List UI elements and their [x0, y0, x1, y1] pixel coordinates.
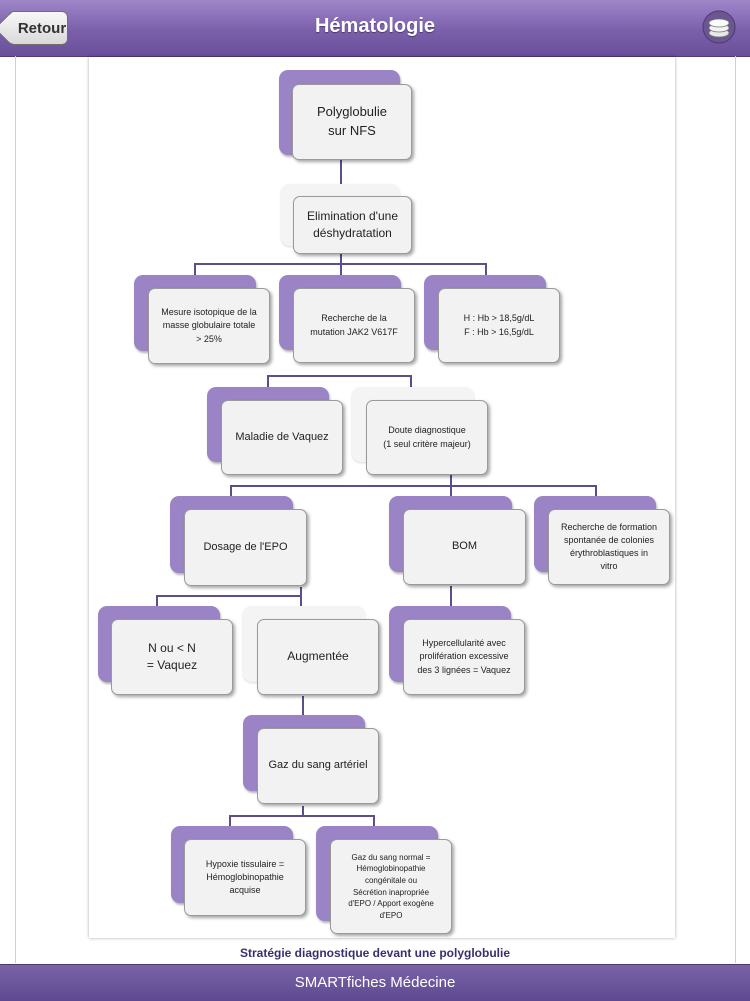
- connector-line: [302, 696, 304, 717]
- flow-node-text: d'EPO / Apport exogène: [348, 899, 434, 909]
- flow-node-text: vitro: [600, 561, 618, 572]
- flow-node-box: Recherche de la mutation JAK2 V617F: [293, 288, 415, 363]
- connector-line: [373, 815, 375, 828]
- flow-node-text: Hypercellularité avec: [422, 638, 506, 649]
- connector-line: [156, 595, 302, 597]
- flow-node-box: Hypoxie tissulaire = Hémoglobinopathie acq…: [184, 839, 306, 916]
- flow-node-box: Recherche de formation spontanée de colon…: [548, 509, 670, 585]
- connector-line: [302, 806, 304, 817]
- flow-node-text: déshydratation: [313, 226, 392, 240]
- flow-node-text: Recherche de la: [321, 313, 387, 324]
- flow-node-text: = Vaquez: [146, 658, 198, 672]
- app-footer: SMARTfiches Médecine: [0, 964, 750, 1001]
- flow-node-box: Mesure isotopique de la masse globulaire …: [148, 288, 270, 364]
- flow-node-text: Hémoglobinopathie: [356, 864, 426, 874]
- flow-node-text: sur NFS: [328, 123, 376, 138]
- connector-line: [230, 485, 597, 487]
- page-title: Hématologie: [314, 15, 436, 37]
- flow-node-text: Polyglobulie: [316, 104, 388, 120]
- flow-node-box: Hypercellularité avec prolifération exces…: [403, 619, 525, 695]
- flow-node-box: Maladie de Vaquez: [221, 400, 343, 475]
- connector-line: [267, 375, 412, 377]
- connector-line: [267, 375, 269, 389]
- flow-node-box: Doute diagnostique (1 seul critère majeur…: [366, 400, 488, 475]
- connector-line: [229, 815, 231, 828]
- content-border-left: [15, 56, 16, 963]
- flow-node-text: Gaz du sang artériel: [268, 759, 368, 772]
- flow-node-text: F : Hb > 16,5g/dL: [464, 326, 534, 337]
- flow-node-box: Gaz du sang artériel: [257, 728, 379, 804]
- connector-line: [156, 595, 158, 608]
- flow-node-box: H : Hb > 18,5g/dL F : Hb > 16,5g/dL: [438, 288, 560, 363]
- flow-node-text: spontanée de colonies: [563, 534, 655, 545]
- flow-node-text: Dosage de l'EPO: [203, 540, 288, 553]
- flow-node-text: Doute diagnostique: [388, 425, 466, 436]
- flow-node-text: érythroblastiques in: [569, 548, 649, 558]
- connector-line: [485, 263, 487, 277]
- flow-node-text: BOM: [451, 540, 478, 553]
- flow-node-text: congénitale ou: [364, 875, 418, 885]
- connector-line: [410, 375, 412, 389]
- back-button[interactable]: Retour: [8, 11, 68, 45]
- flow-node-box: Augmentée: [257, 619, 379, 695]
- flow-node-text: > 25%: [196, 333, 222, 344]
- flow-node-text: Augmentée: [287, 649, 349, 664]
- stack-icon[interactable]: [702, 10, 736, 44]
- flow-node-text: des 3 lignées = Vaquez: [417, 664, 511, 675]
- flow-node-box: Dosage de l'EPO: [184, 509, 307, 586]
- figure-caption: Stratégie diagnostique devant une polygl…: [239, 946, 511, 960]
- flow-node-text: N ou < N: [148, 640, 196, 655]
- flow-node-text: Maladie de Vaquez: [235, 430, 329, 443]
- back-button-label: Retour: [17, 19, 67, 37]
- connector-line: [450, 472, 452, 498]
- diagnostic-flowchart: Polyglobulie sur NFS Elimination d'une désh…: [89, 57, 675, 938]
- flow-node-text: prolifération excessive: [419, 651, 509, 662]
- connector-line: [340, 246, 342, 277]
- flow-node-box: Polyglobulie sur NFS: [292, 84, 412, 160]
- flow-node-text: Mesure isotopique de la: [161, 307, 257, 318]
- flow-node-text: d'EPO: [379, 910, 403, 920]
- content-border-right: [735, 56, 736, 963]
- flow-node-text: masse globulaire totale: [162, 320, 256, 331]
- flow-node-box: N ou < N = Vaquez: [111, 619, 233, 695]
- flow-node-text: (1 seul critère majeur): [383, 438, 471, 449]
- flow-node-box: Elimination d'une déshydratation: [293, 196, 412, 254]
- connector-line: [340, 155, 342, 186]
- flow-node-text: Hémoglobinopathie: [206, 871, 284, 882]
- flow-node-text: Hypoxie tissulaire =: [205, 858, 285, 869]
- flow-node-box: BOM: [403, 509, 526, 585]
- connector-line: [300, 587, 302, 608]
- flow-node-text: Gaz du sang normal =: [351, 852, 431, 862]
- app-header: Retour Hématologie: [0, 0, 750, 57]
- flow-node-text: Elimination d'une: [306, 208, 398, 223]
- connector-line: [450, 586, 452, 608]
- connector-line: [230, 485, 232, 498]
- connector-line: [194, 263, 196, 277]
- flow-node-text: Sécrétion inapropriée: [352, 887, 430, 897]
- flow-node-text: acquise: [229, 885, 261, 896]
- flow-node-text: mutation JAK2 V617F: [310, 326, 398, 337]
- connector-line: [595, 485, 597, 498]
- flow-node-text: Recherche de formation: [560, 521, 658, 532]
- flow-node-text: H : Hb > 18,5g/dL: [463, 313, 535, 324]
